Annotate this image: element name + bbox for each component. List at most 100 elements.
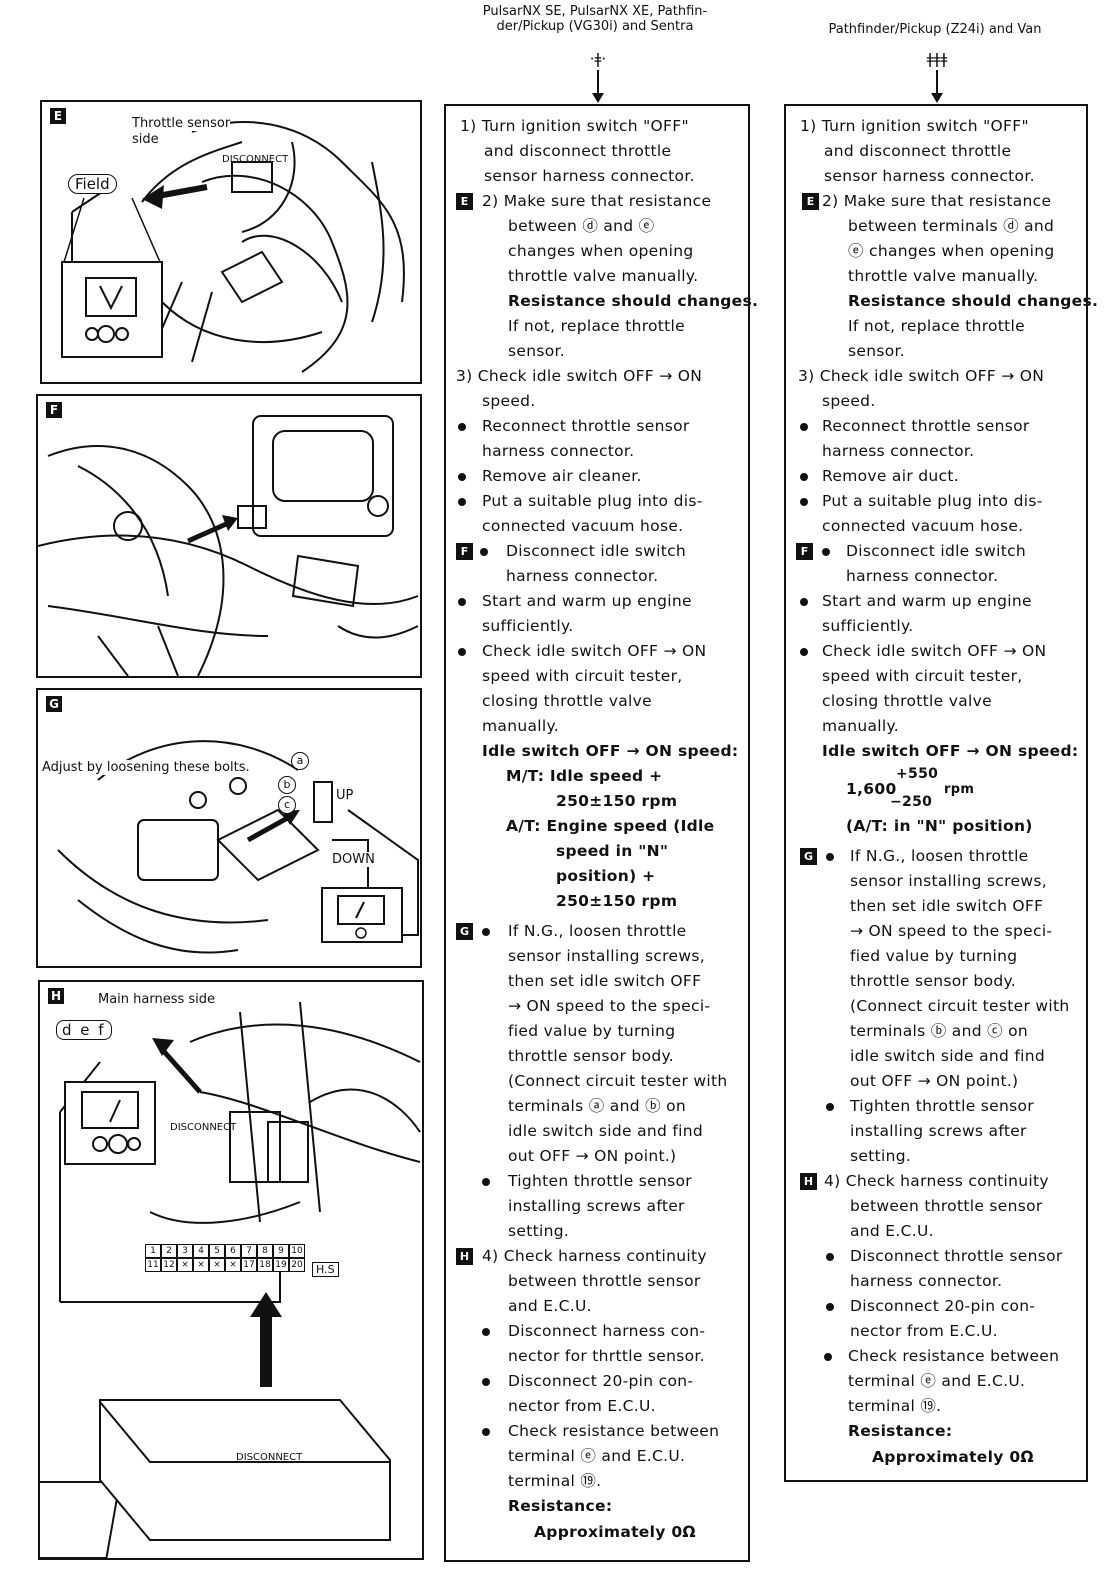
procedure-line: Check resistance between xyxy=(508,1422,720,1440)
procedure-line: ⓔ changes when opening xyxy=(848,242,1055,260)
procedure-line: −250 xyxy=(890,794,933,810)
pin: 3 xyxy=(177,1244,193,1258)
procedure-line: out OFF → ON point.) xyxy=(850,1072,1019,1090)
connector-row-top: 1 2 3 4 5 6 7 8 9 10 xyxy=(145,1244,305,1258)
bullet-icon xyxy=(826,1103,834,1111)
procedure-line: 250±150 rpm xyxy=(556,892,678,910)
bullet-icon xyxy=(826,1303,834,1311)
procedure-line: harness connector. xyxy=(482,442,635,460)
procedure-line: harness connector. xyxy=(506,567,659,585)
bullet-icon xyxy=(822,548,830,556)
procedure-line: speed with circuit tester, xyxy=(822,667,1023,685)
procedure-line: Resistance should changes. xyxy=(508,292,759,310)
pin: 5 xyxy=(209,1244,225,1258)
flow-arrow-1 xyxy=(592,70,604,103)
pin: 1 xyxy=(145,1244,161,1258)
procedure-line: Disconnect idle switch xyxy=(846,542,1027,560)
procedure-line: sufficiently. xyxy=(482,617,574,635)
disconnect-label-h2: DISCONNECT xyxy=(236,1452,303,1463)
procedure-line: between throttle sensor xyxy=(508,1272,701,1290)
procedure-line: speed. xyxy=(822,392,876,410)
procedure-line: Remove air duct. xyxy=(822,467,959,485)
throttle-sensor-illustration-g xyxy=(57,740,419,954)
procedure-line: Check resistance between xyxy=(848,1347,1060,1365)
bullet-icon xyxy=(482,1328,490,1336)
procedure-line: If N.G., loosen throttle xyxy=(850,847,1029,865)
step-figure-badge-e: E xyxy=(802,193,819,210)
bullet-icon xyxy=(800,598,808,606)
procedure-line: terminal ⑲. xyxy=(508,1472,602,1490)
procedure-line: Tighten throttle sensor xyxy=(850,1097,1034,1115)
throttle-sensor-side-label: side xyxy=(132,132,159,147)
procedure-line: Remove air cleaner. xyxy=(482,467,642,485)
procedure-line: A/T: Engine speed (Idle xyxy=(506,817,715,835)
procedure-line: throttle sensor body. xyxy=(850,972,1016,990)
figure-tag-h: H xyxy=(48,988,64,1004)
procedure-line: Approximately 0Ω xyxy=(872,1448,1034,1466)
procedure-line: Start and warm up engine xyxy=(822,592,1032,610)
main-harness-label: Main harness side xyxy=(98,992,216,1007)
step-figure-badge-g: G xyxy=(456,923,473,940)
bullet-icon xyxy=(482,1428,490,1436)
procedure-line: throttle sensor body. xyxy=(508,1047,674,1065)
pin: 7 xyxy=(241,1244,257,1258)
procedure-line: and disconnect throttle xyxy=(824,142,1012,160)
procedure-line: sensor harness connector. xyxy=(484,167,695,185)
procedure-line: sensor installing screws, xyxy=(508,947,705,965)
bullet-icon xyxy=(458,423,466,431)
procedure-line: Put a suitable plug into dis- xyxy=(482,492,703,510)
procedure-line: closing throttle valve xyxy=(482,692,652,710)
bullet-icon xyxy=(458,598,466,606)
procedure-line: Resistance: xyxy=(508,1497,613,1515)
pin: 11 xyxy=(145,1258,161,1272)
procedure-line: sensor installing screws, xyxy=(850,872,1047,890)
procedure-line: (Connect circuit tester with xyxy=(850,997,1070,1015)
procedure-line: fied value by turning xyxy=(508,1022,676,1040)
hs-label: H.S xyxy=(312,1262,339,1277)
step-figure-badge-f: F xyxy=(456,543,473,560)
procedure-line: harness connector. xyxy=(822,442,975,460)
pin: 18 xyxy=(257,1258,273,1272)
procedure-line: Disconnect throttle sensor xyxy=(850,1247,1063,1265)
procedure-line: Reconnect throttle sensor xyxy=(822,417,1030,435)
engine-illustration-f xyxy=(38,415,419,676)
procedure-line: (A/T: in "N" position) xyxy=(846,817,1033,835)
step-figure-badge-e: E xyxy=(456,193,473,210)
throttle-sensor-label: Throttle sensor xyxy=(132,116,231,131)
pin: 20 xyxy=(289,1258,305,1272)
procedure-line: Idle switch OFF → ON speed: xyxy=(482,742,739,760)
procedure-line: setting. xyxy=(508,1222,570,1240)
procedure-line: out OFF → ON point.) xyxy=(508,1147,677,1165)
procedure-line: connected vacuum hose. xyxy=(482,517,684,535)
figure-tag-e: E xyxy=(50,108,66,124)
down-label: DOWN xyxy=(332,852,375,867)
procedure-line: Resistance: xyxy=(848,1422,953,1440)
procedure-line: terminals ⓐ and ⓑ on xyxy=(508,1097,686,1115)
bullet-icon xyxy=(826,1253,834,1261)
figure-tag-f: F xyxy=(46,402,62,418)
procedure-line: 250±150 rpm xyxy=(556,792,678,810)
procedure-line: terminal ⓔ and E.C.U. xyxy=(508,1447,686,1465)
procedure-line: Put a suitable plug into dis- xyxy=(822,492,1043,510)
figure-e: E Throttle sensor side Field DISCONNECT xyxy=(40,100,422,384)
procedure-line: idle switch side and find xyxy=(850,1047,1046,1065)
step-1-title: 1) Turn ignition switch "OFF" xyxy=(460,117,689,135)
pin-blank: × xyxy=(193,1258,209,1272)
procedure-line: 1,600 xyxy=(846,780,897,798)
procedure-line: speed in "N" xyxy=(556,842,669,860)
figure-h: H Main harness side d e f DISCONNECT DIS… xyxy=(38,980,424,1560)
procedure-line: → ON speed to the speci- xyxy=(850,922,1053,940)
step-figure-badge-g: G xyxy=(800,848,817,865)
procedure-line: Resistance should changes. xyxy=(848,292,1099,310)
procedure-line: rpm xyxy=(944,782,975,797)
up-label: UP xyxy=(336,788,354,803)
disconnect-label-h1: DISCONNECT xyxy=(170,1122,237,1133)
pin: 9 xyxy=(273,1244,289,1258)
procedure-line: terminal ⑲. xyxy=(848,1397,942,1415)
procedure-line: Reconnect throttle sensor xyxy=(482,417,690,435)
column-header-2: Pathfinder/Pickup (Z24i) and Van xyxy=(828,22,1042,37)
procedure-line: closing throttle valve xyxy=(822,692,992,710)
model-symbol-2: ǂǂǂ xyxy=(926,50,948,68)
procedure-line: between ⓓ and ⓔ xyxy=(508,217,655,235)
procedure-line: M/T: Idle speed + xyxy=(506,767,663,785)
